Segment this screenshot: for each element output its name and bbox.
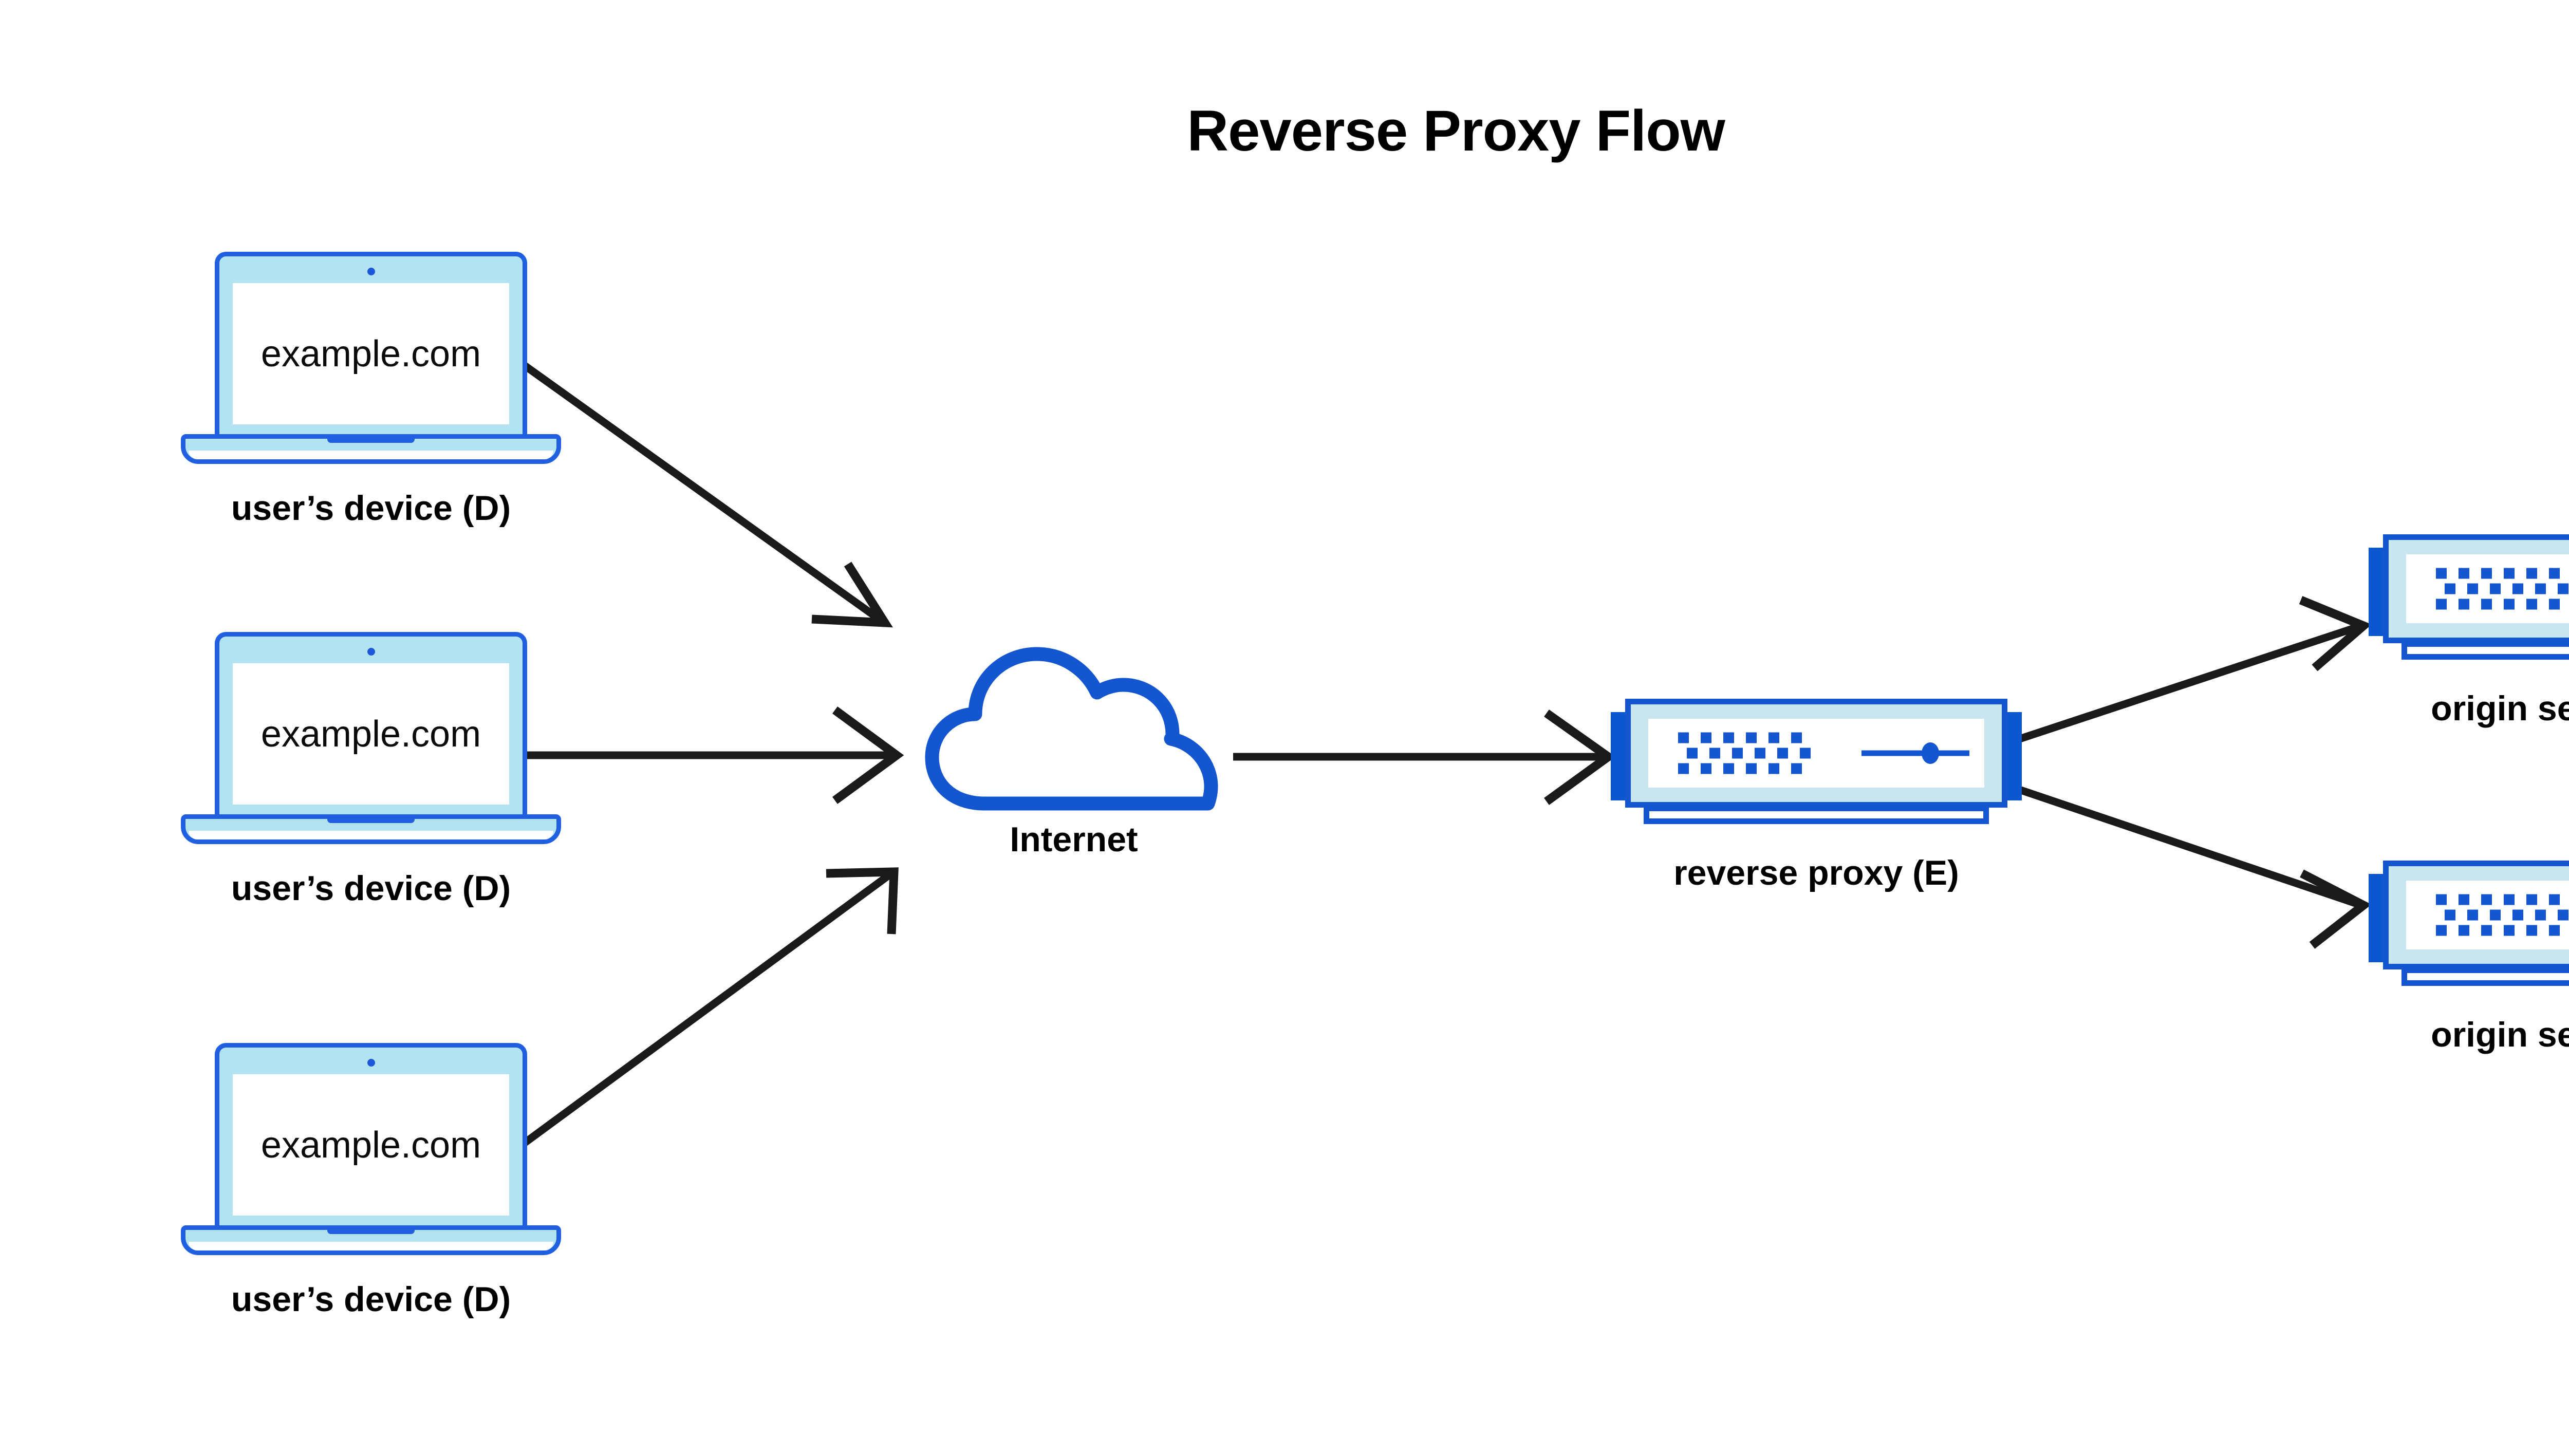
node-client-2[interactable]: example.com user’s device (D) bbox=[181, 632, 561, 908]
webcam-icon bbox=[367, 1059, 375, 1067]
arrow-internet-to-proxy bbox=[1233, 710, 1616, 805]
node-client-1[interactable]: example.com user’s device (D) bbox=[181, 252, 561, 528]
node-origin-server-2[interactable]: origin server (F) bbox=[2369, 855, 2569, 1054]
server-icon bbox=[1611, 694, 2022, 824]
vent-row bbox=[2436, 925, 2568, 936]
laptop-lid: example.com bbox=[215, 632, 527, 819]
server-panel bbox=[2406, 881, 2569, 949]
server-body bbox=[2383, 534, 2569, 643]
arrow-client2-to-internet bbox=[509, 706, 904, 804]
node-label-client-1: user’s device (D) bbox=[231, 489, 511, 528]
page-title: Reverse Proxy Flow bbox=[1187, 99, 1725, 163]
laptop-base-edge bbox=[189, 451, 553, 459]
vent-row bbox=[1678, 763, 1811, 774]
node-client-3[interactable]: example.com user’s device (D) bbox=[181, 1043, 561, 1319]
server-status-bar bbox=[1861, 750, 1969, 756]
laptop-screen: example.com bbox=[233, 1074, 509, 1216]
laptop-lid: example.com bbox=[215, 252, 527, 439]
node-label-client-3: user’s device (D) bbox=[231, 1280, 511, 1319]
vent-row bbox=[2436, 568, 2568, 579]
laptop-trackpad bbox=[327, 817, 415, 823]
laptop-base-edge bbox=[189, 1242, 553, 1250]
node-label-origin-server-2: origin server (F) bbox=[2431, 1015, 2569, 1054]
cloud-icon bbox=[920, 637, 1249, 853]
server-body bbox=[1625, 699, 2007, 808]
laptop-lid: example.com bbox=[215, 1043, 527, 1230]
node-label-client-2: user’s device (D) bbox=[231, 869, 511, 908]
server-led-icon bbox=[1922, 742, 1939, 764]
server-icon bbox=[2369, 855, 2569, 986]
server-panel bbox=[2406, 554, 2569, 623]
laptop-base bbox=[181, 1225, 561, 1255]
laptop-trackpad bbox=[327, 1228, 415, 1234]
vent-row bbox=[2445, 909, 2568, 921]
arrow-client3-to-internet bbox=[511, 867, 899, 1154]
vent-row bbox=[1687, 748, 1811, 759]
laptop-icon: example.com bbox=[181, 632, 561, 844]
laptop-screen: example.com bbox=[233, 283, 509, 424]
server-icon bbox=[2369, 529, 2569, 660]
node-origin-server-1[interactable]: origin server (F) bbox=[2369, 529, 2569, 728]
server-vent-dots bbox=[2436, 894, 2568, 936]
laptop-screen: example.com bbox=[233, 663, 509, 805]
server-vent-dots bbox=[1678, 732, 1811, 774]
arrow-client1-to-internet bbox=[514, 356, 893, 628]
laptop-base bbox=[181, 814, 561, 844]
laptop-base bbox=[181, 434, 561, 464]
screen-url-text: example.com bbox=[260, 1124, 481, 1166]
arrow-proxy-to-origin2 bbox=[1992, 777, 2372, 949]
screen-url-text: example.com bbox=[260, 713, 481, 755]
node-label-origin-server-1: origin server (F) bbox=[2431, 689, 2569, 728]
webcam-icon bbox=[367, 268, 375, 275]
server-panel bbox=[1648, 719, 1984, 788]
vent-row bbox=[2445, 583, 2568, 594]
server-vent-dots bbox=[2436, 568, 2568, 610]
arrow-proxy-to-origin1 bbox=[1992, 596, 2372, 752]
laptop-icon: example.com bbox=[181, 252, 561, 464]
node-internet[interactable]: Internet bbox=[920, 637, 1249, 859]
laptop-trackpad bbox=[327, 437, 415, 443]
server-body bbox=[2383, 861, 2569, 969]
vent-row bbox=[1678, 732, 1811, 743]
node-label-internet: Internet bbox=[1010, 820, 1138, 859]
screen-url-text: example.com bbox=[260, 333, 481, 375]
vent-row bbox=[2436, 894, 2568, 905]
laptop-icon: example.com bbox=[181, 1043, 561, 1255]
server-shelf bbox=[2402, 641, 2569, 660]
laptop-base-edge bbox=[189, 831, 553, 839]
vent-row bbox=[2436, 599, 2568, 610]
server-shelf bbox=[1644, 806, 1989, 824]
webcam-icon bbox=[367, 648, 375, 656]
server-shelf bbox=[2402, 967, 2569, 986]
node-reverse-proxy[interactable]: reverse proxy (E) bbox=[1611, 694, 2022, 892]
node-label-reverse-proxy: reverse proxy (E) bbox=[1673, 853, 1959, 892]
